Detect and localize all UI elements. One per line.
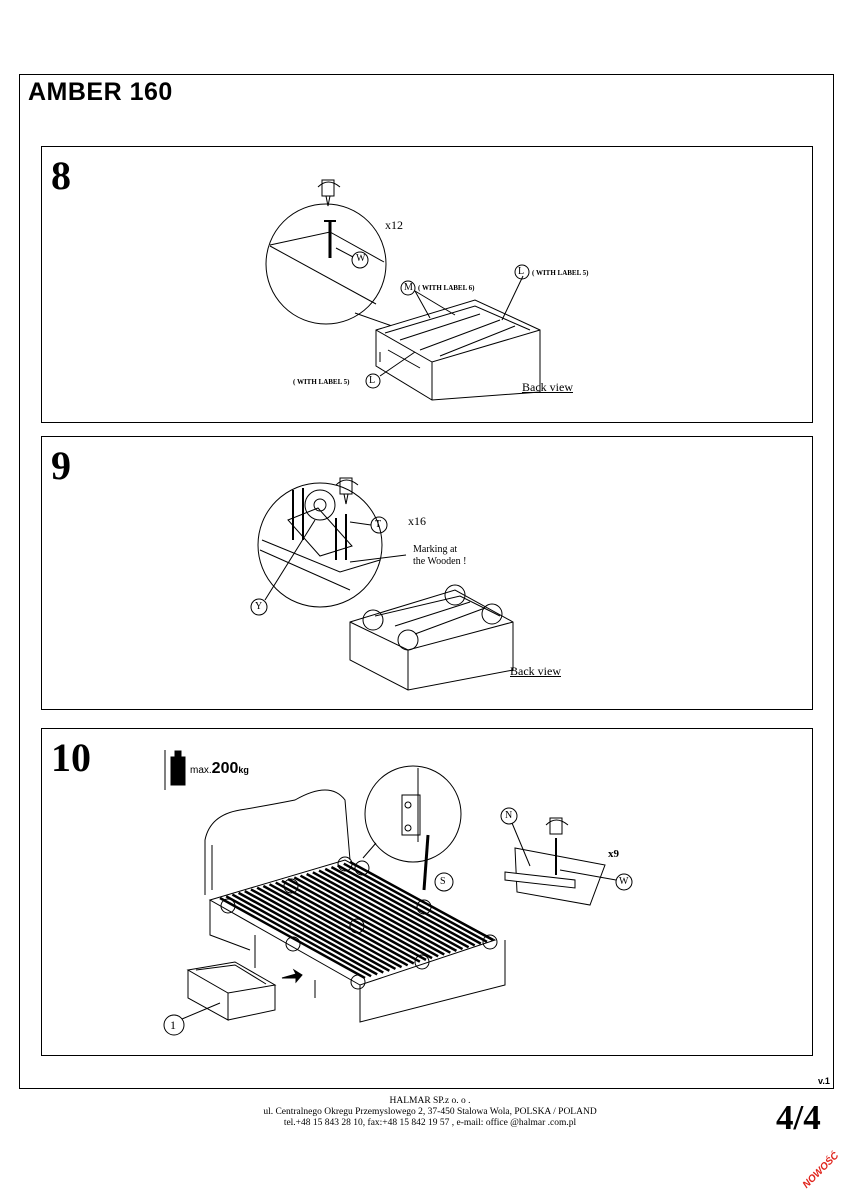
weight-icon [164,750,186,790]
part-label-t: T [375,519,382,530]
arrow-right-icon [281,968,303,984]
slat [250,888,397,971]
quantity-label: x16 [408,514,426,528]
slat [244,890,390,972]
part-label-l2: L [369,375,376,386]
slat [337,864,482,945]
slat [299,874,445,956]
part-note-m: ( WITH LABEL 6) [418,284,475,292]
slat [287,878,433,960]
slat [225,895,372,978]
detail-circle [364,765,462,863]
step-number: 9 [51,443,71,488]
part-label-w: W [619,876,629,887]
page-title: AMBER 160 [28,78,173,106]
screwdriver-icon [545,817,569,835]
slat [306,872,451,954]
max-load-unit: kg [238,765,249,775]
bed-base-box [349,589,514,691]
footer: HALMAR SP.z o. o . ul. Centralnego Okreg… [180,1096,680,1129]
step-8-panel [41,146,813,423]
drawer [186,961,277,1021]
slat [237,891,384,974]
headboard [204,789,351,895]
slat [349,860,494,942]
max-load-value: 200 [211,760,239,777]
detail-circle [265,203,387,325]
slat [293,876,439,958]
step-number: 10 [51,735,91,780]
page-frame [19,74,834,1089]
version-label: v.1 [818,1076,830,1086]
slat [330,866,476,947]
marking-note-line1: Marking at [413,544,458,555]
bed-frame [208,859,506,1023]
detail-circle [257,482,383,608]
slat [231,893,378,976]
view-caption: Back view [522,380,573,394]
max-load: max.200kg [190,760,249,778]
step-9-panel [41,436,813,710]
part-label-s: S [440,876,446,887]
slat [262,884,409,967]
quantity-label: x9 [608,848,619,860]
bed-slats [219,860,494,980]
part-note-l2: ( WITH LABEL 5) [293,378,350,386]
slat [318,869,464,951]
footer-address: ul. Centralnego Okregu Przemyslowego 2, … [263,1107,597,1117]
bed-base-box [375,299,541,401]
view-caption: Back view [510,664,561,678]
part-note-l: ( WITH LABEL 5) [532,269,589,277]
slat [219,896,366,980]
slat [275,881,421,963]
step-10-panel [41,728,813,1056]
marking-note: Marking at the Wooden ! [413,544,466,568]
screwdriver-icon [317,179,341,207]
slat [324,867,470,949]
max-load-prefix: max. [190,765,212,776]
footer-company: HALMAR SP.z o. o . [389,1096,471,1106]
slat [343,862,488,943]
detail-n [504,838,606,906]
part-label-w: W [356,253,366,264]
part-label-y: Y [255,601,263,612]
footer-contact: tel.+48 15 843 28 10, fax:+48 15 842 19 … [283,1118,577,1128]
slat [268,883,415,965]
part-label-m: M [404,282,413,293]
part-label-drawer: 1 [170,1018,176,1032]
part-label-n: N [505,810,513,821]
marking-note-line2: the Wooden ! [413,556,467,567]
quantity-label: x12 [385,218,403,232]
slat [281,879,427,962]
screw-icon [324,220,336,258]
page-number: 4/4 [776,1098,821,1137]
slat [312,871,458,952]
part-label-l: L [518,266,525,277]
step-number: 8 [51,153,71,198]
slat [256,886,403,969]
